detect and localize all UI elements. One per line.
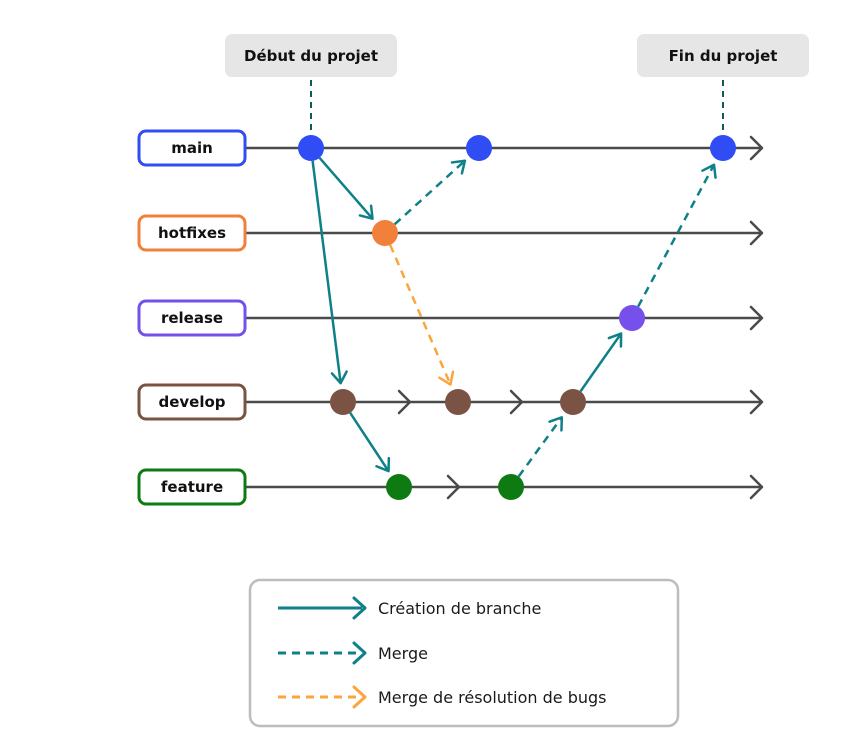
milestone-box [225,34,397,77]
legend-arrowhead-icon [352,641,367,665]
branch-label-box-release [137,299,247,337]
milestones: Début du projet Fin du projet [225,34,809,135]
flow-chevron-icon [509,389,524,415]
commit-node-feature [386,474,412,500]
commit-node-hotfixes [372,220,398,246]
commit-nodes [298,135,736,500]
branch-labels: main hotfixes release develop feature [137,129,247,506]
timeline-end-arrow-icon [749,474,764,500]
legend-arrowhead-icon [352,685,367,709]
branch-label-develop: develop [158,393,225,411]
milestone-box [637,34,809,77]
arrowhead-icon [701,163,717,179]
commit-node-develop [560,389,586,415]
arrowhead-icon [330,370,348,385]
bugfix-connection [389,244,452,386]
commit-node-develop [330,389,356,415]
arrowhead-icon [548,416,564,432]
commit-node-main [298,135,324,161]
legend-arrowhead-icon [352,596,367,620]
timeline-end-arrow-icon [749,135,764,161]
commit-node-main [710,135,736,161]
arrowhead-icon [438,370,455,386]
timeline-end-arrow-icon [749,389,764,415]
arrowhead-icon [450,159,467,175]
milestone-label: Fin du projet [669,47,778,65]
milestone-label: Début du projet [244,47,378,65]
commit-node-feature [498,474,524,500]
creation-connection [349,412,390,472]
legend-label-bugfix: Merge de résolution de bugs [378,688,607,707]
merge-connection [637,164,716,308]
branch-label-box-develop [137,383,247,421]
arrowhead-icon [375,456,391,473]
branch-label-box-feature [137,468,247,506]
merge-connection [517,416,563,478]
branch-label-box-main [137,129,247,167]
commit-node-main [466,135,492,161]
creation-connection [311,160,342,384]
flow-chevron-icon [397,389,412,415]
branch-label-main: main [171,139,213,157]
branch-label-feature: feature [161,478,223,496]
branch-timelines [245,135,764,500]
commit-node-develop [445,389,471,415]
creation-connection [318,156,374,220]
timeline-end-arrow-icon [749,305,764,331]
timeline-end-arrow-icon [749,220,764,246]
creation-connection [579,332,623,393]
commit-node-release [619,305,645,331]
branch-label-hotfixes: hotfixes [158,224,226,242]
branch-label-release: release [161,309,223,327]
legend-label-merge: Merge [378,644,428,663]
branch-label-box-hotfixes [137,214,247,252]
flow-chevron-icon [446,474,461,500]
arrowhead-icon [607,332,623,348]
merge-connection [393,159,466,226]
arrowhead-icon [358,204,374,220]
legend-label-creation: Création de branche [378,599,541,618]
connections [311,156,717,478]
